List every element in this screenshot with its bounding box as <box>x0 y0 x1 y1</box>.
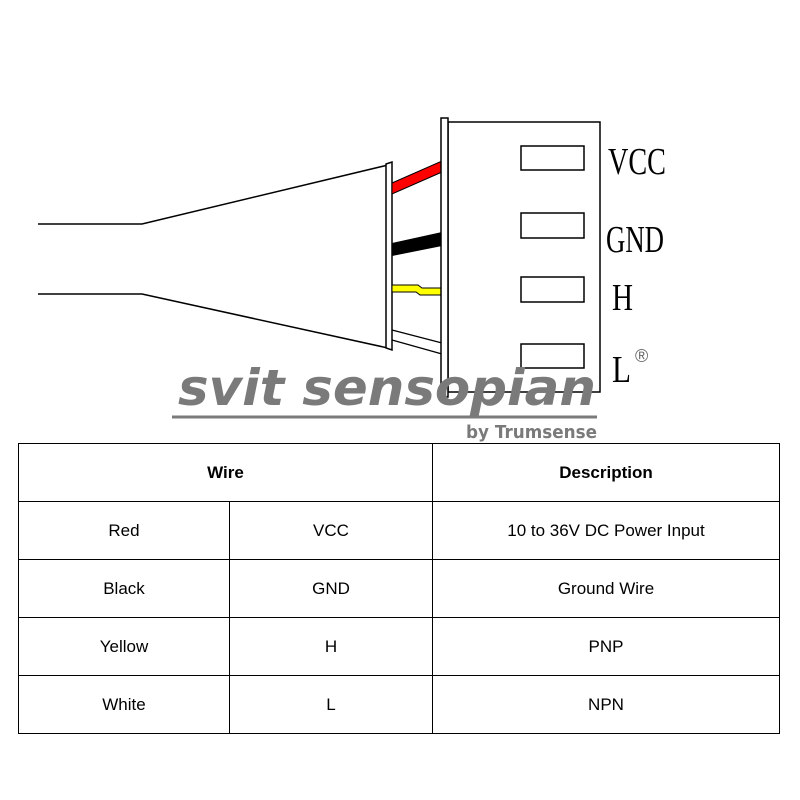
pin-label-gnd: GND <box>606 219 664 261</box>
wire-pin: L <box>229 675 433 734</box>
wire-pin: H <box>229 617 433 676</box>
watermark-brand: svit sensopian <box>178 359 596 417</box>
pin-label-l: L <box>612 349 631 391</box>
wire-color: Red <box>18 501 230 560</box>
pin-slot-gnd <box>520 212 585 239</box>
connector <box>440 117 601 398</box>
cable <box>38 160 393 352</box>
registered-mark: ® <box>635 346 648 366</box>
table-row: White L NPN <box>18 675 780 734</box>
wiring-diagram: VCC GND H L ® svit sensopian by Trumsens… <box>38 117 666 443</box>
table-row: Black GND Ground Wire <box>18 559 780 618</box>
black-wire <box>392 232 442 256</box>
table-row: Red VCC 10 to 36V DC Power Input <box>18 501 780 560</box>
pin-slot-h <box>520 276 585 303</box>
wire-description: NPN <box>432 675 780 734</box>
wire-description: PNP <box>432 617 780 676</box>
wires <box>391 160 443 355</box>
table-header-row: Wire Description <box>18 443 780 502</box>
pin-slot-l <box>520 343 585 369</box>
watermark-logo: svit sensopian by Trumsense <box>172 359 597 443</box>
header-description: Description <box>432 443 780 502</box>
wire-color: Yellow <box>18 617 230 676</box>
wire-color: White <box>18 675 230 734</box>
table-row: Yellow H PNP <box>18 617 780 676</box>
pin-labels: VCC GND H L ® <box>606 141 666 391</box>
wire-description: Ground Wire <box>432 559 780 618</box>
watermark-byline: by Trumsense <box>466 422 597 443</box>
wire-pin: GND <box>229 559 433 618</box>
pin-label-vcc: VCC <box>608 141 666 183</box>
wire-pin: VCC <box>229 501 433 560</box>
red-wire <box>391 160 443 195</box>
yellow-wire <box>391 284 443 296</box>
wire-description-table: Wire Description Red VCC 10 to 36V DC Po… <box>18 443 780 734</box>
wire-description: 10 to 36V DC Power Input <box>432 501 780 560</box>
wire-color: Black <box>18 559 230 618</box>
white-wire <box>391 329 443 355</box>
pin-label-h: H <box>612 277 633 319</box>
pin-slot-vcc <box>520 145 585 171</box>
header-wire: Wire <box>18 443 433 502</box>
